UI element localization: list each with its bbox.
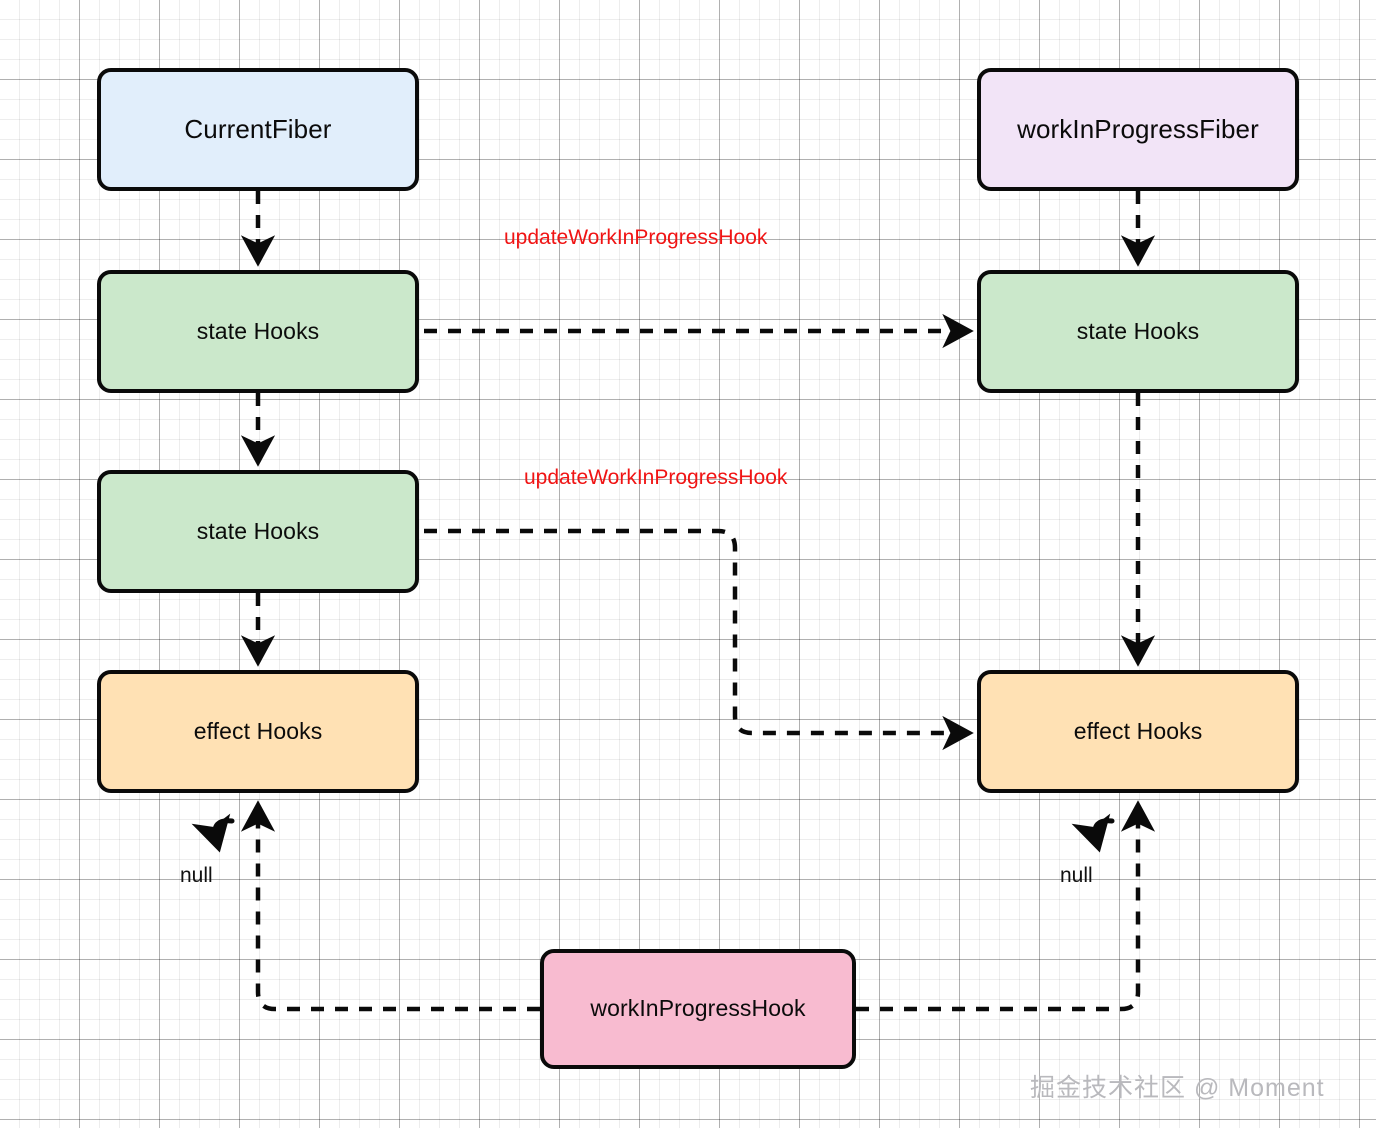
annotation-null-left: null [180, 864, 213, 887]
node-left-effect-hooks[interactable]: effect Hooks [97, 670, 419, 793]
node-label-left-state-hooks-2: state Hooks [196, 517, 320, 544]
null-pointer-right [1071, 813, 1115, 853]
node-right-effect-hooks[interactable]: effect Hooks [977, 670, 1299, 793]
edge-update-wip-hook-2 [424, 528, 974, 751]
node-left-state-hooks-2[interactable]: state Hooks [97, 470, 419, 593]
node-work-in-progress-fiber[interactable]: workInProgressFiber [977, 68, 1299, 191]
node-label-left-effect-hooks: effect Hooks [193, 717, 323, 744]
edge-wiphook-to-left-effecthooks [240, 800, 540, 1012]
node-left-state-hooks-1[interactable]: state Hooks [97, 270, 419, 393]
edge-label-update-wip-hook-1: updateWorkInProgressHook [504, 226, 768, 249]
node-label-work-in-progress-fiber: workInProgressFiber [1017, 113, 1259, 144]
edge-label-update-wip-hook-2: updateWorkInProgressHook [524, 466, 788, 489]
node-label-left-state-hooks-1: state Hooks [196, 317, 320, 344]
node-label-right-state-hooks-1: state Hooks [1076, 317, 1200, 344]
node-label-work-in-progress-hook: workInProgressHook [590, 995, 806, 1022]
node-current-fiber[interactable]: CurrentFiber [97, 68, 419, 191]
null-pointer-left [191, 813, 235, 853]
annotation-null-right: null [1060, 864, 1093, 887]
edge-wiphook-to-right-effecthooks [856, 800, 1156, 1012]
watermark: 掘金技术社区 @ Moment [1030, 1074, 1325, 1102]
node-label-current-fiber: CurrentFiber [184, 113, 332, 144]
node-label-right-effect-hooks: effect Hooks [1073, 717, 1203, 744]
node-work-in-progress-hook[interactable]: workInProgressHook [540, 949, 856, 1069]
node-right-state-hooks-1[interactable]: state Hooks [977, 270, 1299, 393]
